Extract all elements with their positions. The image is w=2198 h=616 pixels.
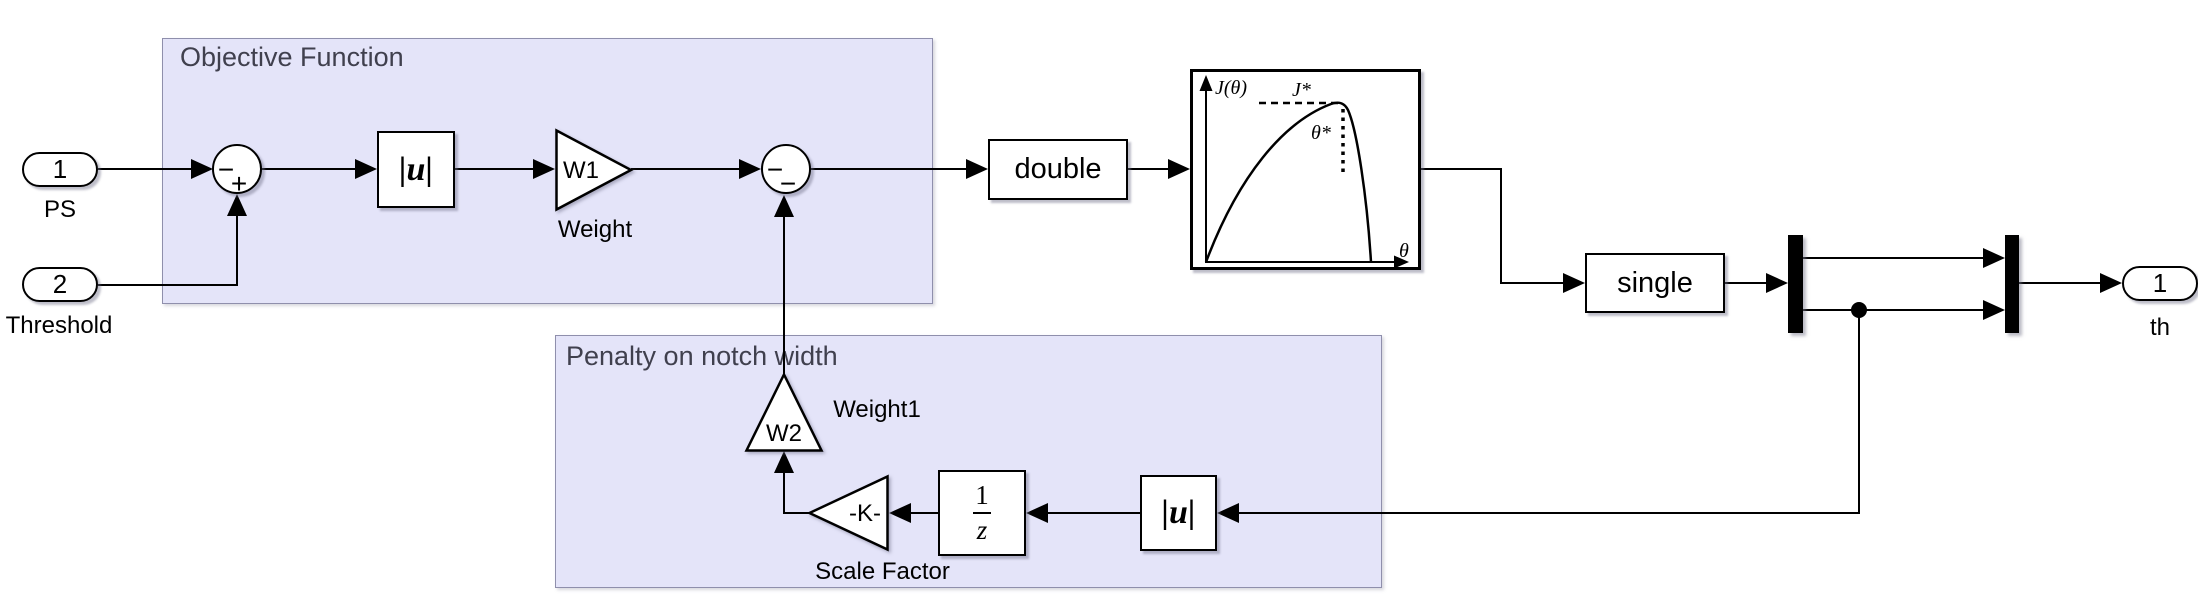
wire-segment	[1725, 282, 1768, 284]
abs2-text: |u|	[1161, 494, 1196, 531]
arrowhead-icon	[1217, 503, 1239, 523]
gain-w2-label: Weight1	[833, 396, 921, 423]
arrowhead-icon	[774, 451, 794, 473]
wire-segment	[784, 512, 810, 514]
cast-double-block[interactable]: double	[988, 139, 1128, 200]
optimizer-y-axis-label: J(θ)	[1215, 77, 1247, 99]
arrowhead-icon	[191, 159, 213, 179]
arrowhead-icon	[889, 503, 911, 523]
arrowhead-icon	[1766, 273, 1788, 293]
mux-block[interactable]	[2005, 235, 2019, 333]
x-axis-arrow-icon	[1394, 255, 1409, 267]
region-penalty-notch-width-title: Penalty on notch width	[566, 341, 838, 371]
wire-segment	[98, 168, 193, 170]
wire-segment	[1858, 310, 1860, 514]
outport-1-label: th	[2149, 314, 2170, 341]
wire-segment	[2019, 282, 2102, 284]
gain-w1-text: W1	[563, 157, 599, 184]
gain-scale-factor-block[interactable]: -K-	[806, 474, 889, 552]
wire-segment	[631, 168, 741, 170]
wire-segment	[1128, 168, 1170, 170]
wire-segment	[911, 512, 938, 514]
arrowhead-icon	[739, 159, 761, 179]
arrowhead-icon	[774, 195, 794, 217]
gain-w1-block[interactable]: W1	[555, 128, 634, 212]
wire-segment	[262, 168, 357, 170]
unit-delay-fraction: 1 z	[973, 480, 991, 546]
optimizer-graph: J(θ) J* θ* θ	[1199, 75, 1409, 267]
arrowhead-icon	[1983, 300, 2005, 320]
gain-w2-triangle	[744, 371, 824, 452]
demux-block[interactable]	[1788, 235, 1803, 333]
wire-segment	[1803, 257, 1985, 259]
gain-scale-factor-text: -K-	[849, 500, 881, 527]
arrowhead-icon	[2100, 273, 2122, 293]
optimizer-arg-optimum-label: θ*	[1311, 122, 1331, 144]
gain-w2-block[interactable]: W2	[744, 371, 824, 452]
sum1-block[interactable]: − +	[212, 144, 262, 199]
cast-single-block[interactable]: single	[1585, 253, 1725, 313]
arrowhead-icon	[533, 159, 555, 179]
outport-1-number: 1	[2152, 268, 2168, 298]
wire-segment	[98, 284, 238, 286]
region-objective-function-title: Objective Function	[180, 42, 404, 72]
unit-delay-denominator: z	[976, 515, 988, 546]
optimizer-optimum-label: J*	[1292, 79, 1311, 101]
inport-1-number: 1	[52, 154, 68, 184]
arrowhead-icon	[1026, 503, 1048, 523]
inport-2-label: Threshold	[5, 312, 113, 339]
wire-segment	[1048, 512, 1140, 514]
sum2-sign-bottom: −	[779, 168, 797, 199]
wire-segment	[783, 471, 785, 514]
arrowhead-icon	[227, 194, 247, 216]
arrowhead-icon	[1168, 159, 1190, 179]
cast-double-text: double	[1014, 153, 1102, 185]
gain-w1-triangle	[555, 128, 634, 212]
sum2-sign-left: −	[766, 154, 784, 185]
arrowhead-icon	[1563, 273, 1585, 293]
wire-segment	[455, 168, 535, 170]
wire-segment	[1803, 309, 1985, 311]
y-axis-arrow-icon	[1199, 75, 1213, 91]
optimizer-x-axis-label: θ	[1399, 240, 1409, 262]
abs1-block[interactable]: |u|	[377, 131, 455, 208]
fraction-bar	[973, 511, 991, 515]
arrowhead-icon	[966, 159, 988, 179]
abs1-text: |u|	[399, 150, 433, 188]
wire-segment	[1500, 168, 1502, 284]
outport-1-block[interactable]: 1	[2122, 266, 2198, 301]
inport-1-label: PS	[43, 196, 76, 223]
sum1-sign-bottom: +	[230, 168, 248, 199]
sum1-sign-left: −	[217, 154, 235, 185]
gain-w1-label: Weight	[557, 216, 633, 243]
wire-segment	[236, 214, 238, 286]
arrowhead-icon	[355, 159, 377, 179]
optimizer-block[interactable]: J(θ) J* θ* θ	[1190, 69, 1421, 270]
gain-scale-factor-triangle	[806, 474, 889, 552]
inport-2-block[interactable]: 2	[22, 267, 98, 302]
gain-scale-factor-label: Scale Factor	[815, 558, 950, 585]
gain-w2-text: W2	[766, 420, 802, 447]
wire-segment	[1500, 282, 1565, 284]
wire-segment	[811, 168, 968, 170]
objective-curve	[1204, 101, 1373, 263]
inport-2-number: 2	[52, 269, 68, 299]
unit-delay-block[interactable]: 1 z	[938, 470, 1026, 556]
arrowhead-icon	[1983, 248, 2005, 268]
unit-delay-numerator: 1	[975, 480, 989, 511]
wire-segment	[1421, 168, 1502, 170]
wire-segment	[1239, 512, 1859, 514]
sum2-block[interactable]: − −	[761, 144, 811, 199]
abs2-block[interactable]: |u|	[1140, 475, 1217, 551]
wire-segment	[783, 217, 785, 375]
inport-1-block[interactable]: 1	[22, 152, 98, 187]
cast-single-text: single	[1617, 266, 1693, 299]
